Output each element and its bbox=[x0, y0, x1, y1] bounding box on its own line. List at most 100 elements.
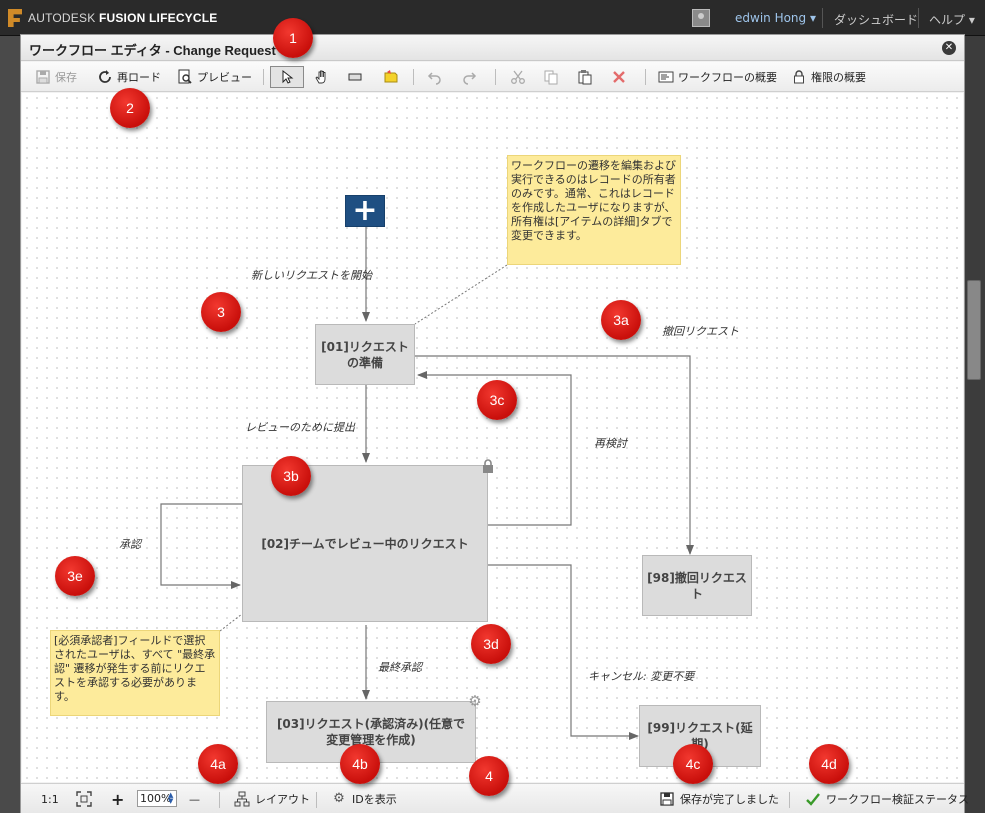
dialog-titlebar: ワークフロー エディタ - Change Request ✕ bbox=[21, 35, 964, 61]
undo-icon bbox=[427, 69, 443, 85]
callout-marker-3e: 3e bbox=[55, 556, 95, 596]
chevron-down-icon: ▾ bbox=[968, 13, 975, 27]
state-label: [03]リクエスト(承認済み)(任意で変更管理を作成) bbox=[276, 717, 466, 747]
note-link-owner bbox=[414, 264, 508, 325]
callout-marker-1: 1 bbox=[273, 18, 313, 58]
layout-icon bbox=[234, 791, 250, 807]
transition-label-submit[interactable]: レビューのために提出 bbox=[245, 421, 355, 434]
callout-marker-3: 3 bbox=[201, 292, 241, 332]
redo-icon bbox=[461, 69, 477, 85]
fit-screen-icon bbox=[76, 791, 92, 807]
permissions-overview-button[interactable]: 権限の概要 bbox=[791, 67, 866, 87]
callout-marker-3d: 3d bbox=[471, 624, 511, 664]
layout-button[interactable]: レイアウト bbox=[234, 790, 310, 808]
cut-button[interactable] bbox=[510, 67, 526, 87]
sticky-note-owner[interactable]: ワークフローの遷移を編集および実行できるのはレコードの所有者のみです。通常、これ… bbox=[507, 155, 681, 265]
zoom-in-button[interactable]: + bbox=[111, 789, 125, 809]
transition-arrows bbox=[160, 222, 694, 740]
zoom-level-value: 100% bbox=[140, 792, 172, 805]
paste-icon bbox=[577, 69, 593, 85]
nav-dashboard[interactable]: ダッシュボード bbox=[834, 13, 919, 27]
logo-product: FUSION LIFECYCLE bbox=[98, 11, 218, 25]
workflow-canvas[interactable]: + [01]リクエストの準備 [02]チームでレビュー中のリクエスト [03]リ… bbox=[22, 93, 963, 782]
reload-icon bbox=[97, 69, 113, 85]
copy-icon bbox=[543, 69, 559, 85]
zoom-level-input[interactable]: 100% ▲▼ bbox=[137, 790, 177, 807]
pan-tool-button[interactable] bbox=[314, 67, 330, 87]
permissions-overview-label: 権限の概要 bbox=[811, 71, 866, 84]
save-icon bbox=[35, 69, 51, 85]
callout-marker-2: 2 bbox=[110, 88, 150, 128]
undo-button[interactable] bbox=[427, 67, 443, 87]
toolbar-divider bbox=[413, 69, 414, 85]
chevron-down-icon: ▾ bbox=[809, 11, 817, 25]
spinner-arrows-icon[interactable]: ▲▼ bbox=[168, 791, 174, 805]
start-node[interactable]: + bbox=[345, 195, 385, 227]
transition-label-final-approval[interactable]: 最終承認 bbox=[378, 661, 422, 674]
user-menu[interactable]: edwin Hong ▾ bbox=[735, 11, 816, 25]
transition-label-start[interactable]: 新しいリクエストを開始 bbox=[251, 269, 372, 282]
state-label: [01]リクエストの準備 bbox=[321, 339, 409, 370]
fit-to-screen-button[interactable] bbox=[76, 790, 97, 808]
redo-button[interactable] bbox=[461, 67, 477, 87]
transition-cancel[interactable] bbox=[488, 564, 639, 740]
lock-icon bbox=[483, 459, 493, 473]
preview-button[interactable]: プレビュー bbox=[177, 67, 252, 87]
transition-label-withdraw[interactable]: 撤回リクエスト bbox=[662, 325, 739, 338]
toolbar-divider bbox=[645, 69, 646, 85]
actual-size-button[interactable]: 1:1 bbox=[41, 792, 59, 806]
hand-icon bbox=[314, 69, 330, 85]
workflow-overview-button[interactable]: ワークフローの概要 bbox=[658, 67, 777, 87]
gear-icon: ⚙ bbox=[333, 791, 345, 806]
scissors-icon bbox=[510, 69, 526, 85]
nav-divider bbox=[918, 8, 919, 28]
save-status-label: 保存が完了しました bbox=[680, 793, 779, 806]
transition-label-approve[interactable]: 承認 bbox=[119, 538, 141, 551]
paste-button[interactable] bbox=[577, 67, 593, 87]
state-98-withdrawn[interactable]: [98]撤回リクエスト bbox=[642, 555, 752, 616]
state-label: [98]撤回リクエスト bbox=[647, 570, 747, 601]
save-button[interactable]: 保存 bbox=[35, 67, 77, 87]
reload-button[interactable]: 再ロード bbox=[97, 67, 161, 87]
callout-marker-4a: 4a bbox=[198, 744, 238, 784]
background-scrollbar[interactable] bbox=[967, 280, 981, 380]
transition-label-cancel[interactable]: キャンセル: 変更不要 bbox=[588, 670, 695, 683]
callout-marker-3b: 3b bbox=[271, 456, 311, 496]
overview-icon bbox=[658, 69, 674, 85]
workflow-validation-status-button[interactable]: ワークフロー検証ステータス bbox=[805, 790, 969, 808]
validation-status-label: ワークフロー検証ステータス bbox=[826, 793, 969, 806]
show-id-label: IDを表示 bbox=[352, 793, 397, 806]
toolbar-divider bbox=[495, 69, 496, 85]
save-status: 保存が完了しました bbox=[659, 790, 779, 808]
nav-help[interactable]: ヘルプ ▾ bbox=[929, 11, 975, 28]
transition-label-reconsider[interactable]: 再検討 bbox=[594, 437, 627, 450]
copy-button[interactable] bbox=[543, 67, 559, 87]
statusbar-divider bbox=[789, 792, 790, 808]
callout-marker-3a: 3a bbox=[601, 300, 641, 340]
avatar[interactable] bbox=[692, 9, 710, 27]
callout-marker-4d: 4d bbox=[809, 744, 849, 784]
layout-label: レイアウト bbox=[255, 793, 310, 806]
state-label: [02]チームでレビュー中のリクエスト bbox=[261, 536, 469, 551]
show-id-button[interactable]: ⚙ IDを表示 bbox=[331, 790, 397, 808]
zoom-out-button[interactable]: — bbox=[189, 792, 200, 806]
add-state-button[interactable] bbox=[347, 67, 363, 87]
logo-prefix: AUTODESK bbox=[28, 11, 96, 25]
select-tool-button[interactable] bbox=[270, 66, 304, 88]
app-name: AUTODESK FUSION LIFECYCLE bbox=[28, 11, 218, 25]
state-01-prepare-request[interactable]: [01]リクエストの準備 bbox=[315, 324, 415, 385]
statusbar-divider bbox=[219, 792, 220, 808]
transition-reconsider[interactable] bbox=[417, 371, 572, 526]
close-button[interactable]: ✕ bbox=[942, 41, 956, 55]
sticky-note-approver[interactable]: [必須承認者]フィールドで選択されたユーザは、すべて "最終承認" 遷移が発生す… bbox=[50, 630, 220, 716]
workflow-overview-label: ワークフローの概要 bbox=[678, 71, 777, 84]
statusbar-divider bbox=[316, 792, 317, 808]
transition-withdraw[interactable] bbox=[415, 355, 694, 555]
delete-button[interactable] bbox=[611, 67, 627, 87]
delete-x-icon bbox=[611, 69, 627, 85]
autodesk-logo-icon bbox=[8, 9, 22, 27]
add-note-button[interactable] bbox=[383, 67, 399, 87]
state-box-icon bbox=[347, 69, 363, 85]
background-page bbox=[0, 36, 20, 813]
transition-approve[interactable] bbox=[160, 503, 242, 589]
